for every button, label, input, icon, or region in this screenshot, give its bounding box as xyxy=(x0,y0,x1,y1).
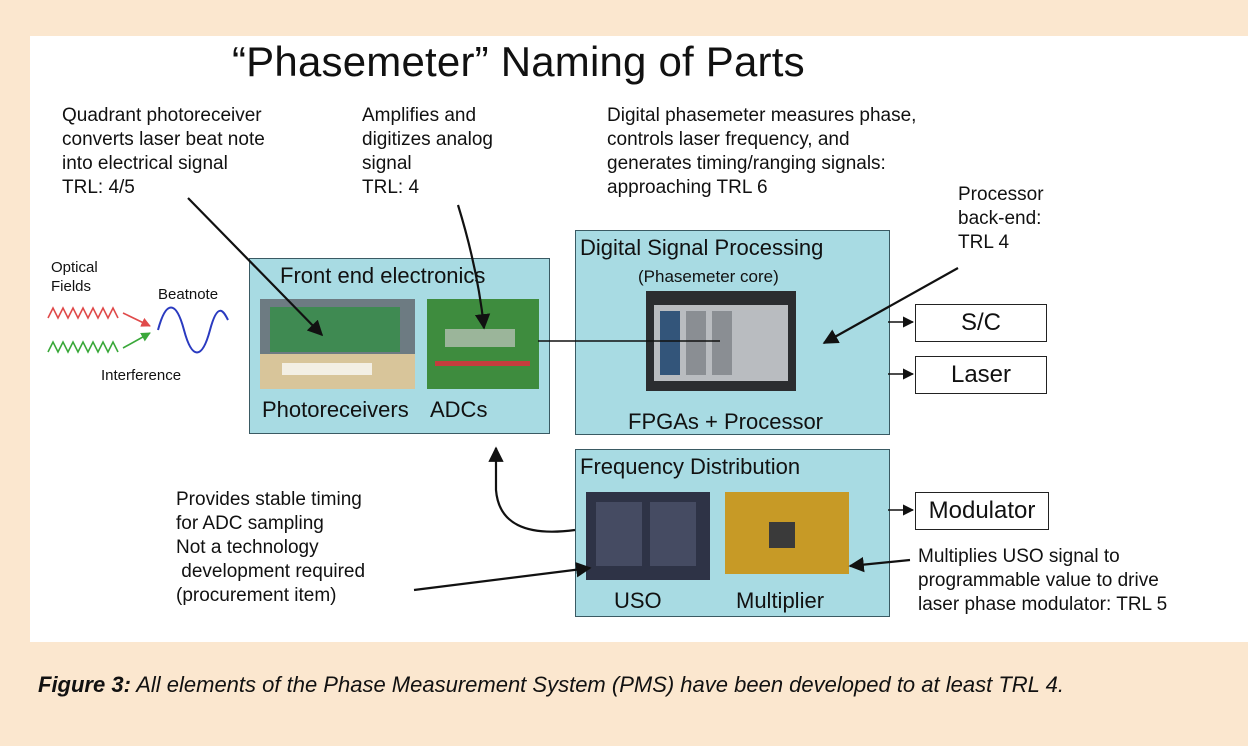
photoreceivers-label: Photoreceivers xyxy=(262,397,409,422)
dsp-subtitle: (Phasemeter core) xyxy=(638,267,779,286)
figure-title: “Phasemeter” Naming of Parts xyxy=(232,38,805,85)
processor-note: Processor back-end: TRL 4 xyxy=(958,184,1044,253)
photoreceiver-arrow xyxy=(187,197,324,337)
green-wave xyxy=(47,340,119,354)
dsp-footer: FPGAs + Processor xyxy=(628,409,824,434)
caption-text: All elements of the Phase Measurement Sy… xyxy=(130,672,1064,697)
figure-caption: Figure 3: All elements of the Phase Meas… xyxy=(38,670,1218,700)
photoreceiver-photo xyxy=(260,299,415,389)
front-end-title: Front end electronics xyxy=(280,263,486,288)
uso-label: USO xyxy=(614,588,662,613)
phasemeter-note: Digital phasemeter measures phase, contr… xyxy=(607,105,917,198)
red-arrow xyxy=(122,312,151,327)
freq-title: Frequency Distribution xyxy=(580,454,801,479)
beatnote-wave xyxy=(157,306,229,354)
beatnote-label: Beatnote xyxy=(158,286,219,303)
multiplier-label: Multiplier xyxy=(736,588,825,613)
adcs-label: ADCs xyxy=(430,397,488,422)
multiplier-note: Multiplies USO signal to programmable va… xyxy=(918,546,1168,615)
adc-arrow xyxy=(456,204,491,330)
sc-output-box: S/C xyxy=(915,304,1047,342)
caption-label: Figure 3: xyxy=(38,672,131,697)
front-end-box: Front end electronics Photoreceivers ADC… xyxy=(249,258,550,434)
uso-arrow xyxy=(413,562,592,592)
dsp-title: Digital Signal Processing xyxy=(580,235,824,260)
timing-arrow xyxy=(488,446,576,533)
red-wave xyxy=(47,306,119,320)
uso-photo xyxy=(586,492,710,580)
optical-fields-label: Optical Fields xyxy=(51,259,98,295)
green-arrow xyxy=(122,332,151,349)
processor-arrow xyxy=(822,267,959,344)
interference-label: Interference xyxy=(101,367,182,384)
uso-note: Provides stable timing for ADC sampling … xyxy=(176,489,366,606)
multiplier-photo xyxy=(725,492,849,574)
frequency-distribution-box: Frequency Distribution USO Multiplier xyxy=(575,449,890,617)
adc-note: Amplifies and digitizes analog signal TR… xyxy=(362,105,493,198)
laser-output-box: Laser xyxy=(915,356,1047,394)
multiplier-arrow xyxy=(848,556,911,573)
photoreceiver-note: Quadrant photoreceiver converts laser be… xyxy=(62,105,265,198)
modulator-output-box: Modulator xyxy=(915,492,1049,530)
